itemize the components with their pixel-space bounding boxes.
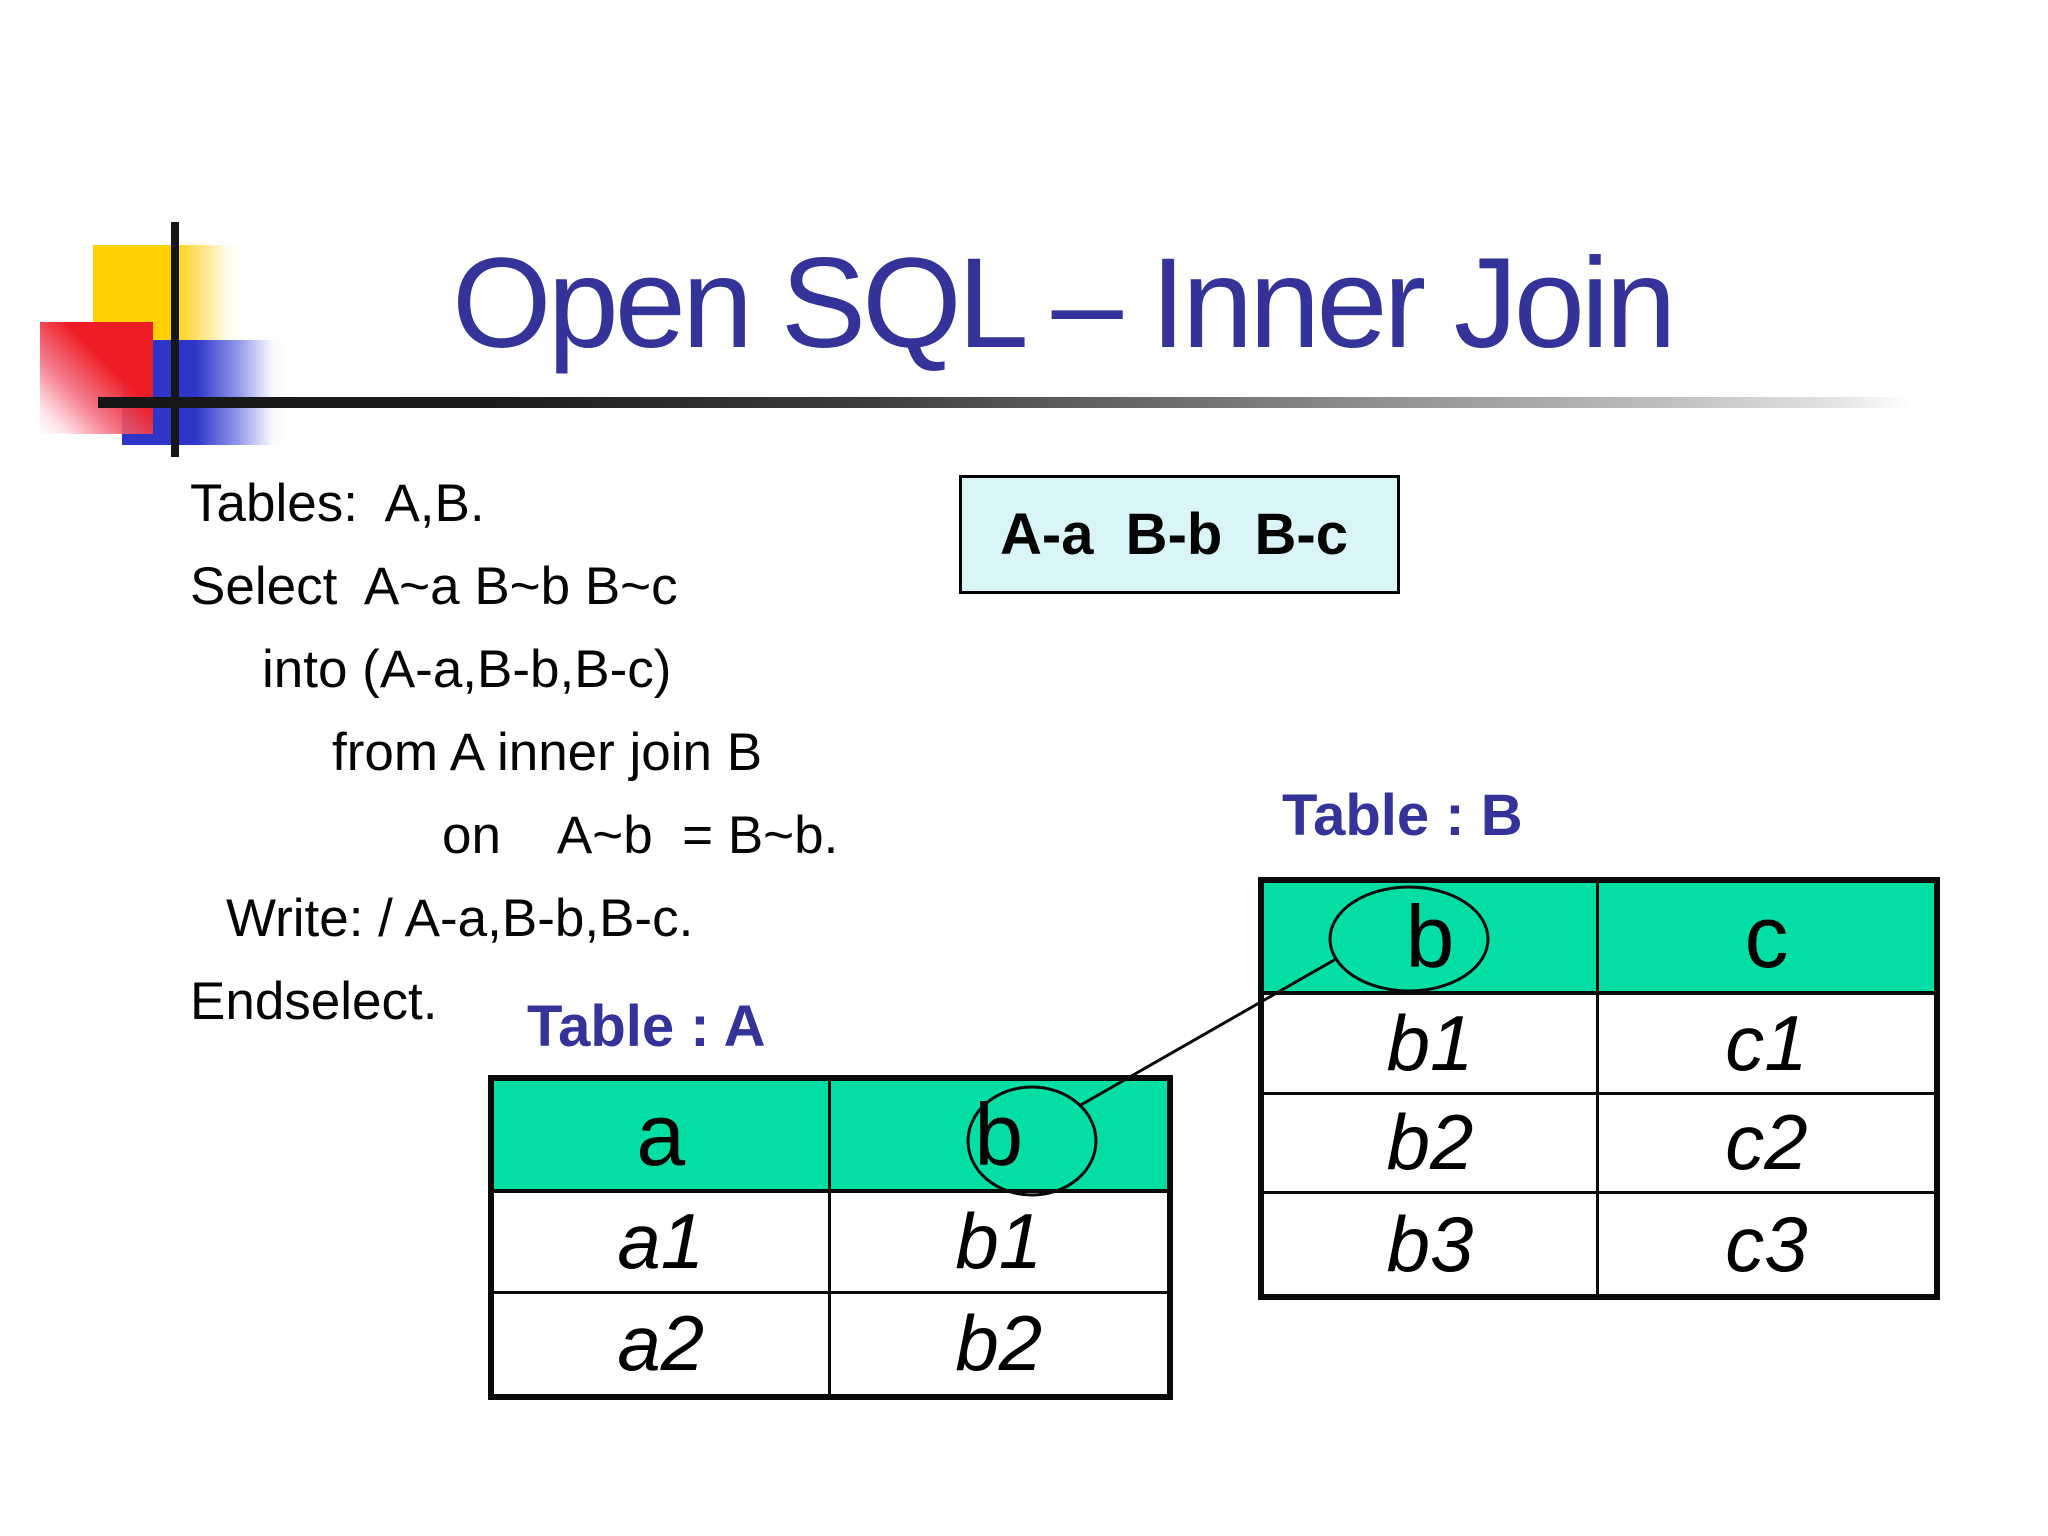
table-a-cell: a1 [494, 1193, 831, 1294]
result-fields-box: A-a B-b B-c [959, 475, 1400, 594]
code-line: into (A-a,B-b,B-c) [262, 640, 672, 699]
code-line: from A inner join B [332, 723, 763, 782]
code-line: Endselect. [190, 972, 438, 1031]
table-b-cell: b1 [1264, 995, 1599, 1095]
table-a-header-b: b [830, 1081, 1167, 1193]
table-a-cell: b1 [830, 1193, 1167, 1294]
table-b-cell: c2 [1599, 1094, 1934, 1195]
code-line: Write: / A-a,B-b,B-c. [226, 889, 694, 948]
code-block: Tables: A,B. Select A~a B~b B~c into (A-… [190, 462, 838, 1043]
table-b: b c b1 c1 b2 c2 b3 c3 [1258, 877, 1940, 1300]
table-b-cell: b2 [1264, 1094, 1599, 1195]
table-a-cell: b2 [830, 1293, 1167, 1394]
table-b-cell: b3 [1264, 1194, 1599, 1294]
code-line: on A~b = B~b. [442, 806, 839, 865]
code-line: Select A~a B~b B~c [190, 557, 678, 616]
decoration-vertical-line [171, 222, 179, 457]
table-a: a b a1 b1 a2 b2 [488, 1075, 1173, 1400]
table-b-header-b: b [1264, 883, 1599, 995]
table-b-label: Table : B [1282, 783, 1523, 848]
title-underline-rule [98, 397, 1910, 408]
table-a-cell: a2 [494, 1293, 831, 1394]
table-b-cell: c3 [1599, 1194, 1934, 1294]
decoration-red-square [40, 322, 153, 434]
table-b-cell: c1 [1599, 995, 1934, 1095]
result-fields-text: A-a B-b B-c [1000, 502, 1348, 567]
table-b-header-c: c [1599, 883, 1934, 995]
code-line: Tables: A,B. [190, 474, 485, 533]
table-a-header-a: a [494, 1081, 831, 1193]
page-title: Open SQL – Inner Join [452, 232, 1676, 375]
table-a-label: Table : A [527, 994, 766, 1059]
